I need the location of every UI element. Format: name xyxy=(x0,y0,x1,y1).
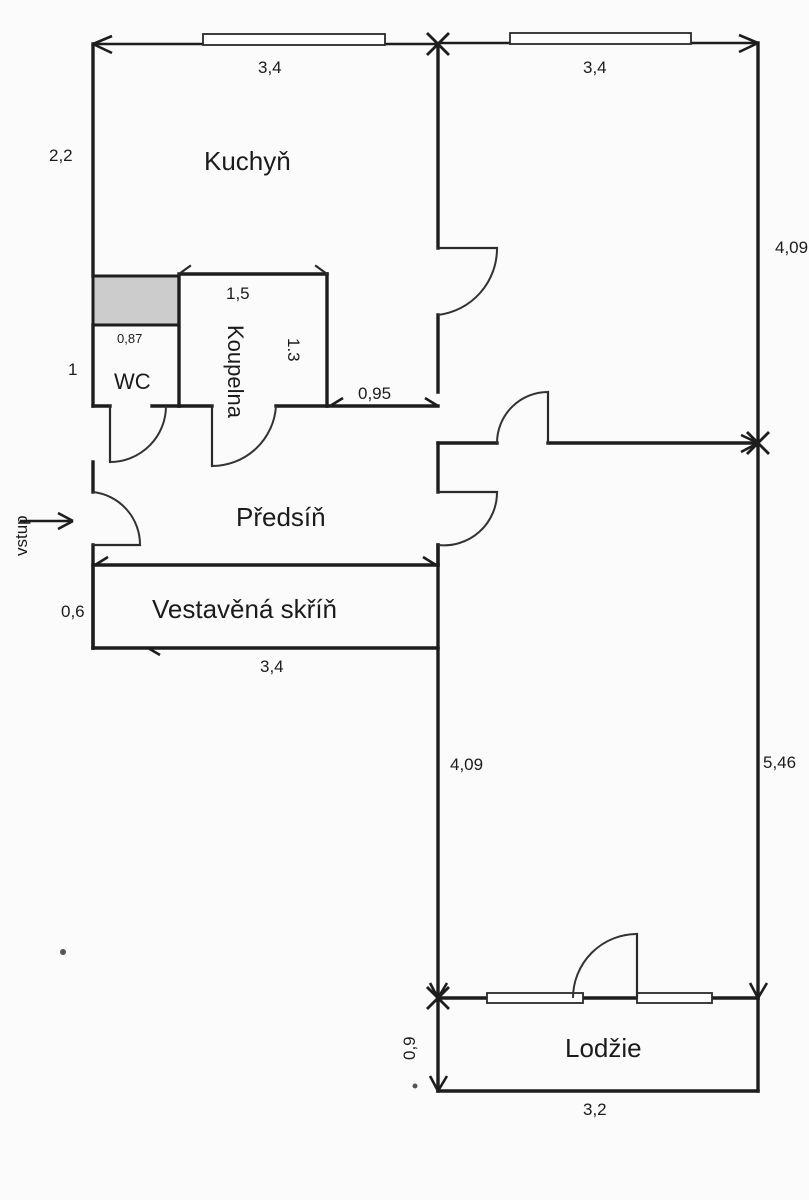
room-label-lodzie: Lodžie xyxy=(565,1033,642,1063)
wall-tick-koupelna-left xyxy=(177,264,192,276)
room-label-skrin: Vestavěná skříň xyxy=(152,594,337,624)
window-lodzie-right xyxy=(636,992,713,1004)
fixture-gray-block xyxy=(91,274,181,327)
dimension-line-lodzie-left xyxy=(428,960,449,1092)
entrance-label: vstup xyxy=(12,515,31,556)
dimension-koupelna-right: 1.3 xyxy=(284,338,303,362)
dimension-arrow-lodzie-right xyxy=(748,982,769,999)
dimension-arrow-right-mid xyxy=(740,433,759,454)
room-label-predsin: Předsíň xyxy=(236,502,326,532)
dimension-lodzie-bottom: 3,2 xyxy=(583,1100,607,1119)
entrance-arrow xyxy=(20,511,74,531)
dimension-lodzie-left: 0,9 xyxy=(400,1036,419,1060)
dimension-kuchyn-left: 2,2 xyxy=(49,146,73,165)
wall-koupelna xyxy=(177,272,329,408)
room-label-kuchyn: Kuchyň xyxy=(204,146,291,176)
dimension-koupelna-top: 1,5 xyxy=(226,284,250,303)
door-right-room-upper xyxy=(436,246,499,316)
door-lodzie xyxy=(572,932,639,1000)
door-predsin-right xyxy=(436,490,499,547)
door-arc-right-room-lower xyxy=(496,391,549,444)
window-lodzie-left xyxy=(486,992,584,1004)
dimension-hall-right-lower: 4,09 xyxy=(450,755,484,774)
dimension-outer-right: 5,46 xyxy=(763,753,797,772)
marker-dot-left xyxy=(60,949,66,955)
dimension-kuchyn-top: 3,4 xyxy=(258,58,282,77)
room-label-koupelna: Koupelna xyxy=(223,325,248,418)
dimension-wc-left: 1 xyxy=(68,360,78,379)
wall-tick-koupelna-right xyxy=(314,264,329,276)
dimension-right-room-top: 3,4 xyxy=(583,58,607,77)
marker-dot-lodzie xyxy=(412,1083,418,1089)
door-wc xyxy=(108,404,167,464)
dimension-tick-skrin-top xyxy=(94,555,109,567)
door-koupelna xyxy=(210,404,277,468)
dimension-tick-skrin-top-right xyxy=(422,555,437,567)
dimension-skrin-bottom: 3,4 xyxy=(260,657,284,676)
dimension-skrin-left: 0,6 xyxy=(61,602,85,621)
dimension-wc-width: 0,87 xyxy=(117,331,143,346)
dimension-tick-skrin-bottom xyxy=(147,646,161,657)
window-kuchyn xyxy=(202,33,386,46)
dimension-right-upper: 4,09 xyxy=(775,238,809,257)
room-label-wc: WC xyxy=(114,369,151,394)
dimension-predsin-gap: 0,95 xyxy=(358,384,392,403)
door-entrance xyxy=(91,491,142,547)
window-right-room xyxy=(509,32,692,45)
wall-right-room-lower xyxy=(436,390,760,445)
